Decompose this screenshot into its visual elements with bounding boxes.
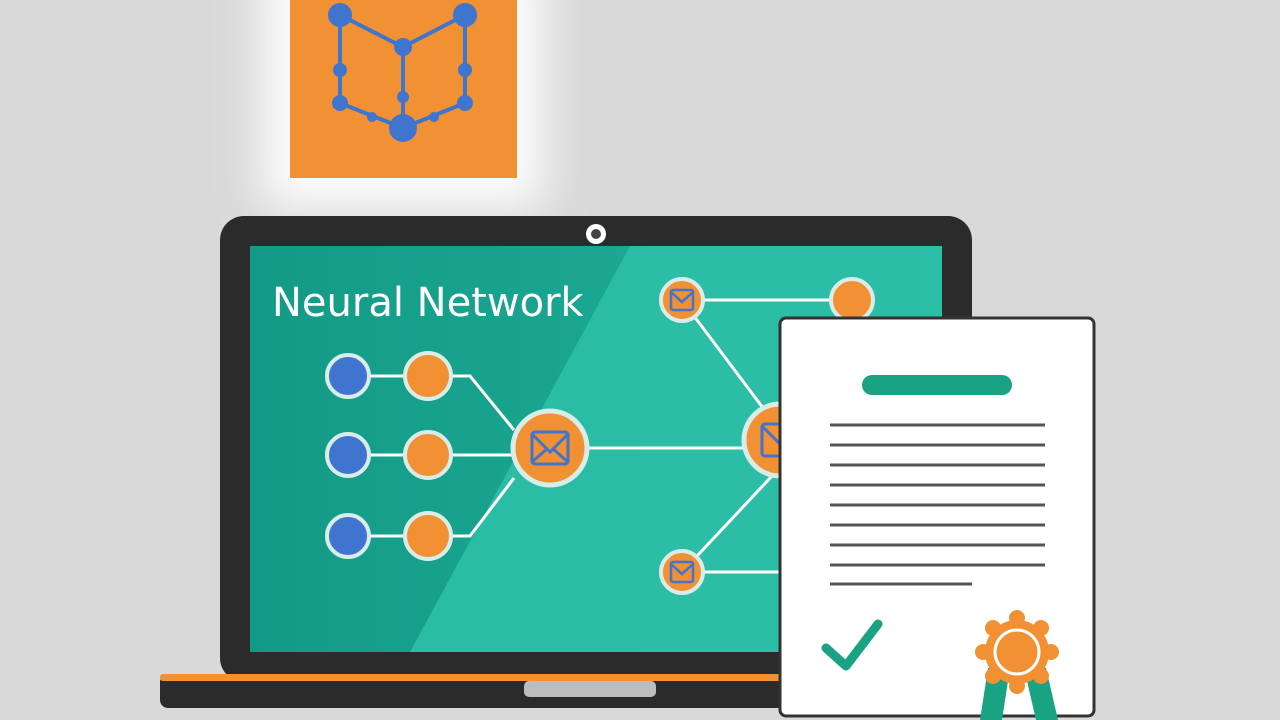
certificate-header-bar — [862, 375, 1012, 395]
award-seal-icon — [975, 610, 1059, 720]
network-node — [403, 430, 453, 480]
network-node — [403, 511, 453, 561]
checkmark-icon — [821, 619, 883, 671]
cube-tile — [262, 0, 544, 208]
certificate-icon — [778, 316, 1096, 720]
envelope-icon — [530, 430, 570, 466]
cube-network-icon — [328, 3, 477, 142]
input-nodes — [325, 353, 371, 559]
hidden-nodes — [403, 351, 453, 561]
laptop-notch — [524, 681, 656, 697]
envelope-icon — [669, 560, 695, 584]
laptop-base — [160, 674, 980, 708]
network-node — [403, 351, 453, 401]
central-node — [510, 408, 590, 488]
certificate-text-lines — [830, 423, 1045, 586]
envelope-icon — [669, 288, 695, 312]
network-node — [325, 513, 371, 559]
network-node — [325, 353, 371, 399]
screen-title: Neural Network — [272, 280, 585, 326]
network-node — [325, 432, 371, 478]
